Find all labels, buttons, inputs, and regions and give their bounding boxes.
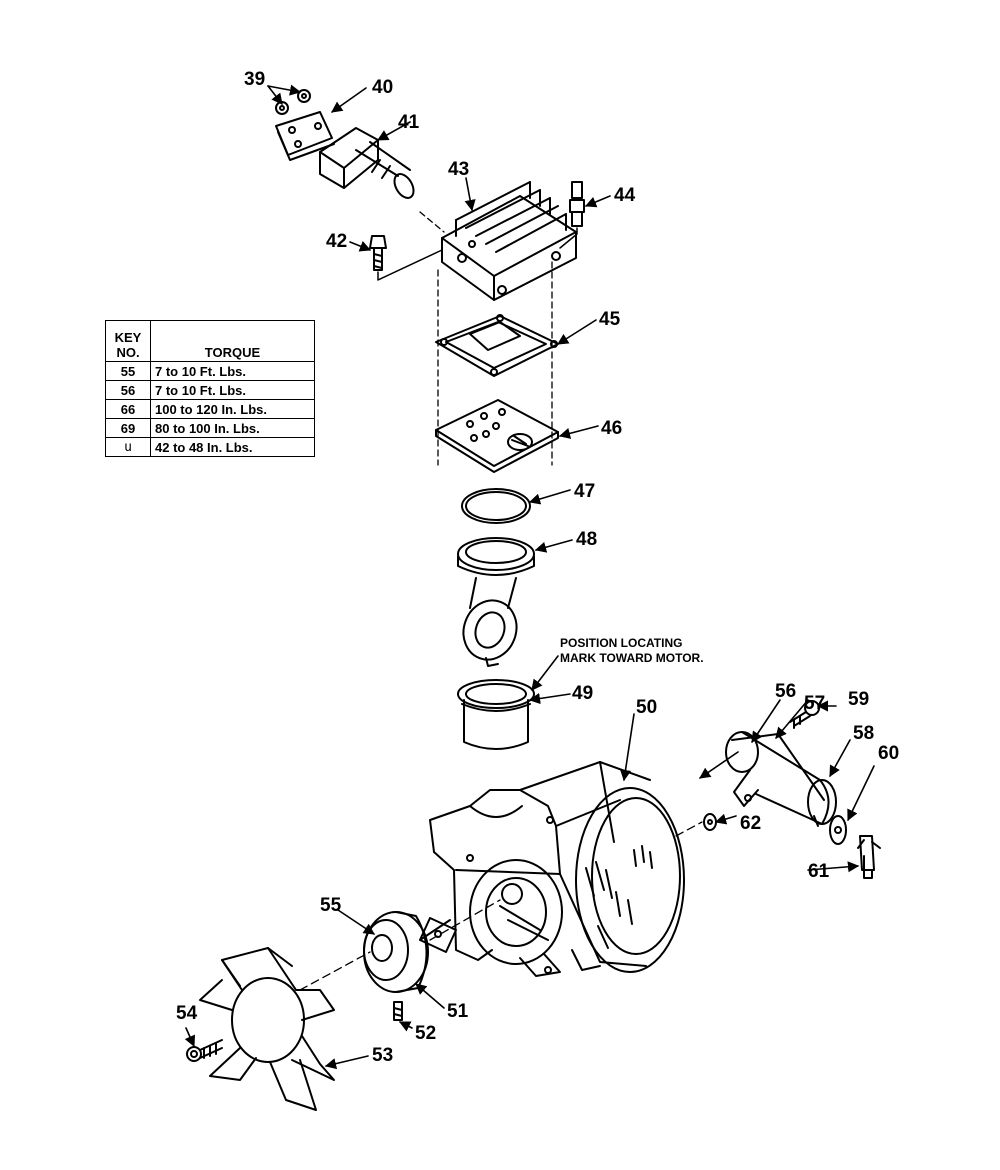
table-cell-key: 66 <box>105 399 151 419</box>
callout-47: 47 <box>574 481 596 502</box>
callout-40: 40 <box>372 77 394 98</box>
callout-48: 48 <box>576 529 598 550</box>
callout-62: 62 <box>740 813 762 834</box>
assembly-note-line1: POSITION LOCATING <box>560 636 683 650</box>
callout-41: 41 <box>398 112 420 133</box>
callout-58: 58 <box>853 723 875 744</box>
callout-59: 59 <box>848 689 870 710</box>
table-row: 55 7 to 10 Ft. Lbs. <box>105 361 315 381</box>
table-cell-torque: 7 to 10 Ft. Lbs. <box>150 380 315 400</box>
table-row: 69 80 to 100 In. Lbs. <box>105 418 315 438</box>
header-key-line1: KEY <box>114 330 142 345</box>
part-62-washer <box>703 813 717 831</box>
callout-44: 44 <box>614 185 636 206</box>
part-47-o-ring <box>461 488 531 524</box>
table-cell-key: u <box>105 437 151 457</box>
part-41-muffler <box>319 127 415 199</box>
callout-42: 42 <box>326 231 348 252</box>
shaft-centerline <box>299 821 703 991</box>
part-58-capacitor <box>725 731 837 827</box>
part-49-cylinder-sleeve <box>457 679 535 750</box>
torque-table-header-key: KEY NO. <box>105 320 151 362</box>
callout-53: 53 <box>372 1045 394 1066</box>
callout-45: 45 <box>599 309 621 330</box>
part-45-gasket <box>435 314 559 377</box>
part-52-set-screw <box>393 1001 403 1021</box>
callout-61: 61 <box>808 861 830 882</box>
part-44-fitting <box>559 181 585 249</box>
header-key-line2: NO. <box>116 345 140 360</box>
callout-39: 39 <box>244 69 266 90</box>
table-cell-torque: 100 to 120 In. Lbs. <box>150 399 315 419</box>
assembly-note-line2: MARK TOWARD MOTOR. <box>560 651 704 665</box>
callout-46: 46 <box>601 418 623 439</box>
table-cell-torque: 42 to 48 In. Lbs. <box>150 437 315 457</box>
callout-54: 54 <box>176 1003 198 1024</box>
torque-table-header-torque: TORQUE <box>150 320 315 362</box>
table-row: 66 100 to 120 In. Lbs. <box>105 399 315 419</box>
table-row: u 42 to 48 In. Lbs. <box>105 437 315 457</box>
part-51-hub <box>363 911 451 993</box>
callout-52: 52 <box>415 1023 437 1044</box>
table-cell-key: 55 <box>105 361 151 381</box>
callout-56: 56 <box>775 681 797 702</box>
table-row: 56 7 to 10 Ft. Lbs. <box>105 380 315 400</box>
callout-60: 60 <box>878 743 900 764</box>
table-cell-key: 69 <box>105 418 151 438</box>
torque-table-header: KEY NO. TORQUE <box>105 320 315 362</box>
table-cell-torque: 80 to 100 In. Lbs. <box>150 418 315 438</box>
part-43-cylinder-head <box>441 181 577 301</box>
part-48-connecting-rod <box>457 537 535 667</box>
part-50-motor <box>419 761 685 977</box>
callout-55: 55 <box>320 895 342 916</box>
alignment-lines <box>419 211 553 466</box>
callout-50: 50 <box>636 697 658 718</box>
part-61-clip <box>857 835 881 879</box>
assembly-note: POSITION LOCATING MARK TOWARD MOTOR. <box>560 636 704 666</box>
leader-lines <box>184 84 875 1070</box>
callout-49: 49 <box>572 683 594 704</box>
table-cell-torque: 7 to 10 Ft. Lbs. <box>150 361 315 381</box>
table-cell-key: 56 <box>105 380 151 400</box>
callout-51: 51 <box>447 1001 469 1022</box>
torque-table: KEY NO. TORQUE 55 7 to 10 Ft. Lbs. 56 7 … <box>105 320 315 457</box>
part-53-fan <box>199 947 335 1111</box>
part-46-valve-plate <box>435 399 559 473</box>
part-60-washer <box>829 815 847 845</box>
callout-57: 57 <box>804 693 826 714</box>
part-40-plate <box>275 111 335 161</box>
callout-43: 43 <box>448 159 470 180</box>
part-42-bolt <box>369 235 443 281</box>
